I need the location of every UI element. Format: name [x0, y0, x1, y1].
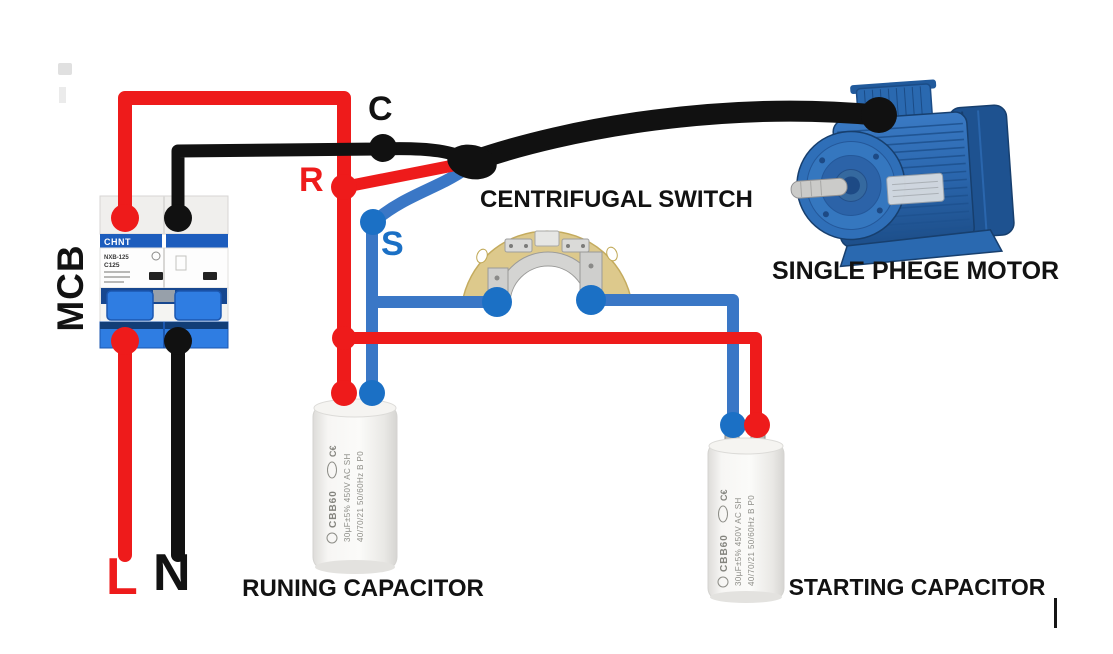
terminal-dot-switch-left	[482, 287, 512, 317]
motor-label: SINGLE PHEGE MOTOR	[772, 257, 1060, 285]
mcb-brand-band	[100, 234, 162, 248]
running-capacitor-body	[312, 403, 398, 571]
motor-shaft	[790, 177, 848, 199]
switch-center-contact	[534, 230, 560, 247]
starting-capacitor-label: STARTING CAPACITOR	[788, 574, 1046, 600]
terminal-dot-mcb-bottom-neutral	[164, 327, 192, 355]
centrifugal-switch-label: CENTRIFUGAL SWITCH	[480, 186, 753, 213]
mcb-model-text: NXB-125	[104, 255, 129, 261]
terminal-dot-mcb-bottom-live	[111, 327, 139, 355]
terminal-dot-r	[331, 174, 357, 200]
capacitor-spec1-text: 30µF±5% 450V AC SH	[734, 497, 743, 586]
switch-contact-plate	[561, 238, 590, 253]
wire-red-to-startcap	[338, 332, 762, 431]
text-caret-artifact	[1054, 598, 1057, 628]
mcb-toggle-handle-right[interactable]	[174, 290, 222, 321]
terminal-r-label: R	[299, 161, 324, 199]
capacitor-spec2-text: 40/70/21 50/60Hz B P0	[747, 495, 756, 586]
junction-blob-common	[447, 144, 497, 180]
switch-mounting-hole	[606, 246, 618, 262]
terminal-dot-mcb-top-neutral	[164, 204, 192, 232]
running-capacitor: CBB60 C€ 30µF±5% 450V AC SH 40/70/21 50/…	[312, 391, 398, 574]
running-capacitor-label: RUNING CAPACITOR	[242, 575, 484, 602]
starting-capacitor-markings: CBB60 C€ 30µF±5% 450V AC SH 40/70/21 50/…	[717, 489, 756, 588]
mcb-rating-text: C125	[104, 262, 120, 269]
capacitor-series-text: CBB60	[719, 534, 730, 572]
wire-start-blue-curve	[370, 164, 470, 226]
capacitor-spec2-text: 40/70/21 50/60Hz B P0	[356, 451, 365, 542]
motor-base	[839, 229, 1004, 268]
switch-contact-plate	[504, 238, 533, 253]
terminal-dot-s	[360, 209, 386, 235]
terminal-dot-runcap-blue	[359, 380, 385, 406]
terminal-dot-runcap-red	[331, 380, 357, 406]
mcb-test-window	[149, 272, 163, 280]
capacitor-ce-text: C€	[328, 445, 338, 457]
wire-live-red-loop	[118, 91, 351, 400]
terminal-dot-switch-right	[576, 285, 606, 315]
wire-blue-switch-to-startcap	[585, 294, 739, 431]
mcb-label: MCB	[50, 244, 91, 332]
mcb-toggle-handle-left[interactable]	[106, 290, 154, 321]
line-label: L	[106, 548, 138, 606]
starting-capacitor: CBB60 C€ 30µF±5% 450V AC SH 40/70/21 50/…	[707, 429, 785, 603]
wire-run-red-diagonal	[338, 157, 472, 193]
junction-dot-red	[332, 326, 356, 350]
terminal-dot-startcap-blue	[720, 412, 746, 438]
capacitor-spec1-text: 30µF±5% 450V AC SH	[343, 453, 352, 542]
cable-end-at-motor	[861, 97, 897, 133]
mcb-breaker: CHNT NXB-125 C125	[99, 195, 229, 349]
single-phase-motor	[790, 79, 1015, 268]
mcb-brand-text: CHNT	[104, 237, 131, 247]
terminal-dot-startcap-red	[744, 412, 770, 438]
terminal-dot-mcb-top-live	[111, 204, 139, 232]
terminal-c-label: C	[368, 90, 393, 128]
capacitor-ce-text: C€	[719, 489, 729, 501]
terminal-s-label: S	[381, 225, 404, 263]
neutral-label: N	[153, 544, 191, 602]
screenshot-artifact	[59, 87, 66, 103]
switch-mounting-hole	[476, 248, 488, 264]
screenshot-artifact	[58, 63, 72, 75]
capacitor-series-text: CBB60	[328, 490, 339, 528]
starting-capacitor-body	[707, 441, 785, 601]
running-capacitor-markings: CBB60 C€ 30µF±5% 450V AC SH 40/70/21 50/…	[326, 445, 365, 544]
mcb-cert-mark-icon	[151, 251, 161, 261]
terminal-dot-c	[369, 134, 397, 162]
motor-supply-cable	[459, 100, 887, 173]
